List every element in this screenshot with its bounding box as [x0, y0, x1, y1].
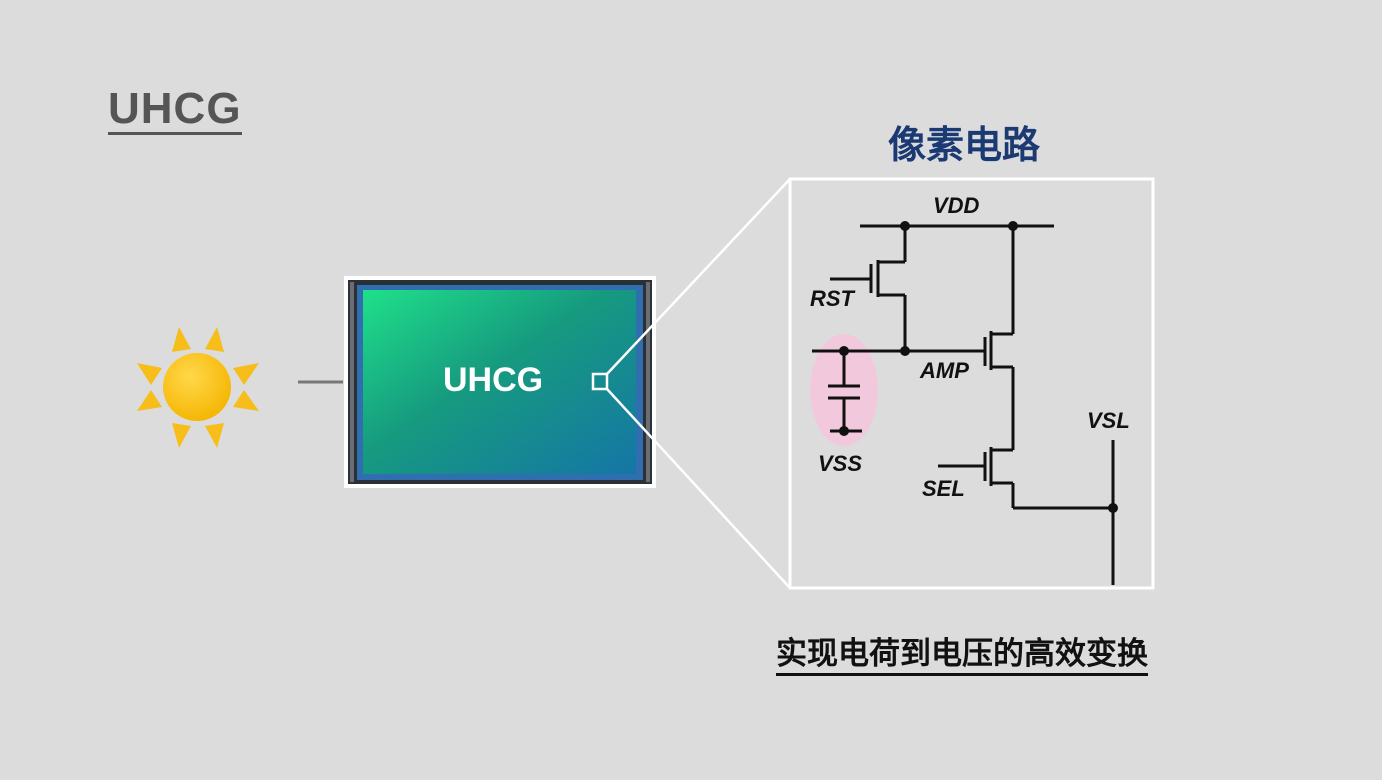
page-title: UHCG: [108, 85, 242, 136]
label-vsl: VSL: [1087, 408, 1130, 433]
pixel-marker: [591, 372, 609, 391]
label-amp: AMP: [919, 358, 969, 383]
caption: 实现电荷到电压的高效变换: [776, 636, 1148, 677]
chip-label: UHCG: [443, 361, 544, 399]
label-vss: VSS: [818, 451, 862, 476]
sensor-chip: [344, 276, 656, 488]
label-vdd: VDD: [933, 193, 980, 218]
label-sel: SEL: [922, 476, 965, 501]
circuit-junctions: [839, 221, 1118, 513]
sun-icon: [137, 327, 259, 448]
label-rst: RST: [810, 286, 856, 311]
circuit-title: 像素电路: [888, 123, 1041, 167]
capacitor-highlight: [810, 334, 878, 446]
zoom-line-top: [606, 178, 791, 375]
zoom-line-bottom: [606, 388, 791, 589]
